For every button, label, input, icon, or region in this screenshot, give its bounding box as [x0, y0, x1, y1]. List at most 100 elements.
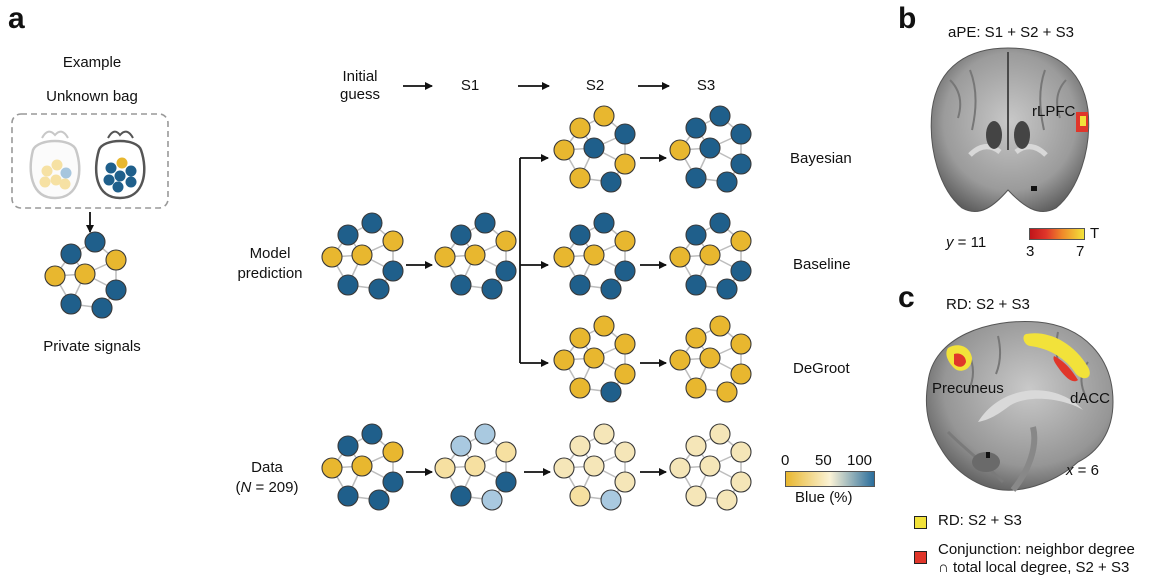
colorbar-min: 0	[781, 452, 790, 469]
network-node	[600, 171, 622, 193]
panel-a-diagram	[11, 82, 752, 511]
network-node	[716, 381, 738, 403]
network-node	[553, 457, 575, 479]
network-node	[583, 455, 605, 477]
network-node	[569, 377, 591, 399]
network-node	[60, 243, 82, 265]
network-node	[450, 435, 472, 457]
network-node	[553, 246, 575, 268]
network-node	[495, 260, 517, 282]
model-label-baseline: Baseline	[793, 256, 851, 273]
network-node	[337, 485, 359, 507]
network-node	[730, 123, 752, 145]
network-node	[351, 244, 373, 266]
network-node	[361, 423, 383, 445]
network-node	[44, 265, 66, 287]
t-scale-label: T	[1090, 225, 1100, 242]
network-degroot-s2	[553, 315, 636, 403]
legend-rd-label: RD: S2 + S3	[938, 512, 1022, 529]
network-node	[382, 260, 404, 282]
network-node	[709, 423, 731, 445]
panel-b-letter: b	[898, 2, 917, 35]
network-node	[614, 123, 636, 145]
network-node	[593, 105, 615, 127]
network-node	[382, 441, 404, 463]
network-node	[368, 278, 390, 300]
network-node	[321, 246, 343, 268]
network-node	[553, 349, 575, 371]
network-node	[569, 274, 591, 296]
legend-conjunction-label: Conjunction: neighbor degree∩ total loca…	[938, 541, 1135, 576]
network-node	[351, 455, 373, 477]
network-node	[614, 471, 636, 493]
network-node	[699, 347, 721, 369]
network-node	[569, 117, 591, 139]
network-node	[614, 230, 636, 252]
header-s1: S1	[460, 77, 480, 94]
network-node	[105, 279, 127, 301]
panel-b-coordinate: y = 11	[946, 234, 987, 251]
network-node	[450, 274, 472, 296]
network-model-s1	[434, 212, 517, 300]
panel-b-title: aPE: S1 + S2 + S3	[948, 24, 1074, 41]
colorbar-label: Blue (%)	[795, 489, 853, 506]
network-node	[583, 137, 605, 159]
legend-conjunction-swatch	[914, 551, 927, 564]
network-node	[464, 455, 486, 477]
model-label-bayesian: Bayesian	[790, 150, 852, 167]
network-baseline-s2	[553, 212, 636, 300]
colorbar-gradient	[785, 471, 875, 487]
example-title: Example	[62, 54, 122, 71]
network-node	[699, 244, 721, 266]
private-signals-label: Private signals	[43, 338, 141, 355]
network-node	[730, 153, 752, 175]
panel-c-coordinate: x = 6	[1066, 462, 1099, 479]
panel-c-letter: c	[898, 281, 915, 314]
network-node	[685, 224, 707, 246]
network-node	[481, 489, 503, 511]
network-node	[669, 349, 691, 371]
network-node	[669, 457, 691, 479]
network-data-initial	[321, 423, 404, 511]
header-s3: S3	[696, 77, 716, 94]
t-colorbar	[1029, 228, 1085, 240]
network-degroot-s3	[669, 315, 752, 403]
panel-c-title: RD: S2 + S3	[946, 296, 1030, 313]
bag-faded-icon	[29, 130, 81, 200]
legend-rd-swatch	[914, 516, 927, 529]
network-node	[583, 244, 605, 266]
network-node	[481, 278, 503, 300]
network-node	[60, 293, 82, 315]
t-scale-max: 7	[1076, 243, 1085, 260]
t-scale-min: 3	[1026, 243, 1035, 260]
network-node	[593, 423, 615, 445]
network-node	[495, 471, 517, 493]
network-node	[434, 457, 456, 479]
network-node	[730, 230, 752, 252]
network-node	[730, 471, 752, 493]
dacc-label: dACC	[1070, 390, 1111, 407]
model-label-degroot: DeGroot	[793, 360, 850, 377]
row-data: Data(N = 209)	[235, 459, 299, 496]
network-node	[337, 224, 359, 246]
network-node	[709, 105, 731, 127]
sagittal-brain-image	[925, 320, 1114, 492]
network-private-signals	[44, 231, 127, 319]
network-node	[91, 297, 113, 319]
network-node	[685, 435, 707, 457]
network-node	[337, 274, 359, 296]
network-node	[84, 231, 106, 253]
network-node	[614, 153, 636, 175]
network-node	[716, 489, 738, 511]
rlpfc-label: rLPFC	[1032, 103, 1076, 120]
network-node	[699, 137, 721, 159]
network-node	[600, 278, 622, 300]
network-node	[730, 333, 752, 355]
network-node	[434, 246, 456, 268]
network-node	[685, 167, 707, 189]
network-node	[685, 117, 707, 139]
network-node	[321, 457, 343, 479]
network-node	[709, 315, 731, 337]
